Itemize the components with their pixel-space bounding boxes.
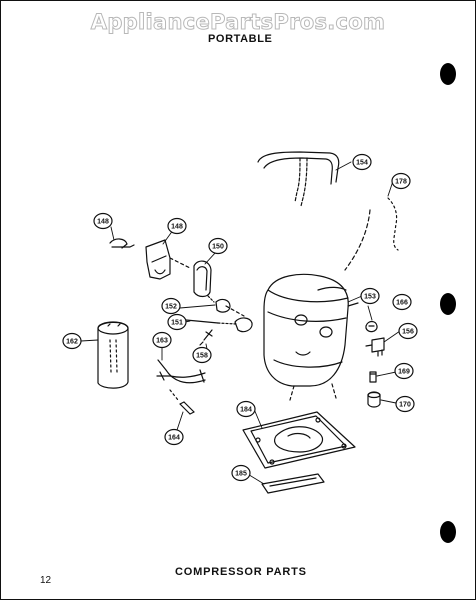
callout-text-163: 163 — [156, 338, 168, 345]
suction-tube-178 — [344, 197, 399, 271]
callout-156: 156 — [398, 322, 418, 340]
callout-148-left: 148 — [93, 212, 113, 230]
callout-text-151: 151 — [171, 320, 183, 327]
binder-hole-bottom — [440, 521, 456, 543]
diagram-heading: PORTABLE — [208, 33, 273, 45]
callout-178: 178 — [391, 172, 411, 190]
callout-text-170: 170 — [399, 402, 411, 409]
base-plate-184 — [242, 411, 356, 469]
cushion-pad-185 — [261, 473, 325, 494]
capacitor-bracket-163 — [156, 359, 206, 384]
overload-152 — [215, 298, 245, 317]
discharge-tube-154 — [257, 151, 340, 207]
callout-154: 154 — [352, 153, 372, 171]
compressor-153 — [263, 273, 359, 401]
callout-158: 158 — [192, 346, 212, 364]
callout-text-153: 153 — [364, 294, 376, 301]
callout-text-178: 178 — [395, 179, 407, 186]
callout-text-154: 154 — [356, 160, 368, 167]
binder-hole-middle — [440, 293, 456, 315]
page-number: 12 — [40, 575, 52, 586]
callout-text-148-left: 148 — [97, 219, 109, 226]
clip-148-left — [109, 238, 135, 249]
callout-184: 184 — [236, 400, 256, 418]
spacer-169 — [369, 371, 377, 383]
callout-153: 153 — [360, 287, 380, 305]
callout-151: 151 — [167, 313, 187, 331]
clip-156 — [365, 337, 385, 357]
callout-170: 170 — [395, 395, 415, 413]
callout-162: 162 — [62, 332, 82, 350]
callout-152: 152 — [161, 297, 181, 315]
callout-166: 166 — [392, 293, 412, 311]
callout-text-185: 185 — [235, 471, 247, 478]
relay-151 — [185, 317, 253, 333]
callout-164: 164 — [164, 428, 184, 446]
callout-text-184: 184 — [240, 407, 252, 414]
callout-text-148-cover: 148 — [171, 224, 183, 231]
leader-lines — [80, 161, 401, 485]
overload-clip-150 — [193, 260, 215, 303]
callout-text-152: 152 — [165, 304, 177, 311]
callout-labels: 148 148 150 152 151 158 162 163 164 154 … — [62, 153, 418, 482]
callout-text-169: 169 — [398, 369, 410, 376]
callout-text-150: 150 — [212, 244, 224, 251]
watermark: AppliancePartsPros.com — [90, 10, 386, 35]
callout-text-166: 166 — [396, 300, 408, 307]
terminal-cover-148 — [145, 239, 191, 280]
sleeve-170 — [367, 391, 381, 408]
callout-text-164: 164 — [168, 435, 180, 442]
grommet-166 — [365, 320, 378, 333]
capacitor-162 — [97, 321, 129, 389]
callout-text-158: 158 — [196, 353, 208, 360]
callout-169: 169 — [394, 362, 414, 380]
callout-text-156: 156 — [402, 329, 414, 336]
callout-text-162: 162 — [66, 339, 78, 346]
callout-185: 185 — [231, 464, 251, 482]
diagram-caption: COMPRESSOR PARTS — [175, 566, 307, 578]
screw-158 — [199, 329, 213, 346]
strap-164 — [169, 389, 195, 415]
callout-148-cover: 148 — [167, 217, 187, 235]
callout-163: 163 — [152, 331, 172, 349]
callout-150: 150 — [208, 237, 228, 255]
binder-hole-top — [440, 63, 456, 85]
